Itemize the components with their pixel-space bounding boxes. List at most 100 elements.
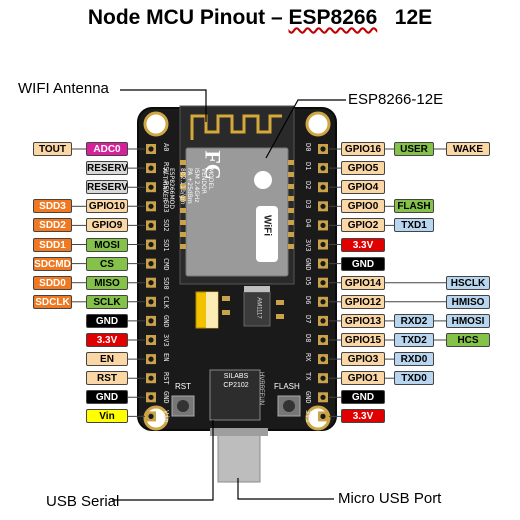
left-pin-silkscreen: Vin <box>162 410 170 424</box>
right-pin-silkscreen: GND <box>304 391 312 404</box>
module-callout: ESP8266-12E <box>348 91 444 108</box>
left-pin-tag: GPIO10 <box>86 199 128 214</box>
right-pin-silkscreen: D2 <box>304 181 312 190</box>
left-pin-tag: SDD2 <box>33 218 72 233</box>
left-pin-tag: GND <box>86 390 128 405</box>
left-pin-tag: SDD0 <box>33 275 72 290</box>
module-callout-line <box>265 99 346 159</box>
right-pin-silkscreen: D5 <box>304 276 312 286</box>
mount-hole-tl <box>143 111 169 137</box>
right-pin-tag: GPIO15 <box>341 333 385 347</box>
title-chip: ESP8266 <box>288 6 378 29</box>
left-pin-silkscreen: RST <box>162 372 170 385</box>
wifi-badge <box>256 206 278 262</box>
right-pin-tag: GPIO16 <box>341 142 385 156</box>
left-pin-silkscreen: SD0 <box>162 276 170 290</box>
left-pin-tag: GPIO9 <box>86 218 128 233</box>
right-pin-silkscreen: D4 <box>304 219 312 228</box>
right-pin-tag: HSCLK <box>446 275 490 290</box>
right-pin-silkscreen: D1 <box>304 162 312 171</box>
right-pin-tag: GPIO3 <box>341 352 385 367</box>
title-prefix: Node MCU Pinout – <box>87 6 289 29</box>
right-pin-silkscreen: 3V3 <box>304 410 312 424</box>
right-pin-tag: GPIO1 <box>341 371 385 386</box>
right-pin-tag: USER <box>394 142 434 156</box>
antenna-callout: WIFI Antenna <box>18 80 109 97</box>
diagram-title: Node MCU Pinout – ESP8266 12E <box>0 6 520 30</box>
left-pin-tag: RESERVED <box>86 180 128 195</box>
left-pin-silkscreen: SD1 <box>162 238 170 252</box>
right-pin-silkscreen: TX <box>304 372 312 381</box>
right-pin-tag: RXD0 <box>394 352 434 367</box>
left-pin-tag: ADC0 <box>86 142 128 156</box>
left-pin-silkscreen: EN <box>162 353 170 362</box>
rst-button-label: RST <box>175 382 191 391</box>
pin-rows <box>72 144 446 422</box>
module-text-line: 802.11b/g/n <box>179 168 186 205</box>
right-pin-tag: TXD2 <box>394 333 434 347</box>
antenna-callout-line <box>120 89 207 122</box>
flash-button-label: FLASH <box>274 382 300 391</box>
vendor-logo <box>254 171 272 189</box>
left-pin-silkscreen: CMD <box>162 257 170 271</box>
left-pin-silkscreen: A0 <box>162 143 170 152</box>
left-pin-tag: Vin <box>86 409 128 424</box>
left-pin-tag: RESERVED <box>86 161 128 176</box>
right-pin-silkscreen: 3V3 <box>304 238 312 252</box>
right-pin-tag: FLASH <box>394 199 434 214</box>
left-pin-tag: TOUT <box>33 142 72 156</box>
right-pin-tag: GPIO0 <box>341 199 385 214</box>
mount-hole-tr <box>305 111 331 137</box>
left-pin-tag: GND <box>86 313 128 328</box>
left-pin-tag: SDCLK <box>33 294 72 309</box>
right-pin-tag: GPIO12 <box>341 294 385 309</box>
module-text-line: PA +25dBm <box>186 168 193 204</box>
right-pin-tag: TXD1 <box>394 218 434 233</box>
left-pin-silkscreen: RSV <box>162 181 170 194</box>
usb-chip-line2: CP2102 <box>223 382 249 389</box>
left-pin-tag: CS <box>86 256 128 271</box>
left-pin-tag: RST <box>86 371 128 386</box>
left-pin-silkscreen: RSV <box>162 162 170 175</box>
usb-chip-maker: HVRRFFUN <box>258 372 264 405</box>
right-pin-silkscreen: D3 <box>304 200 312 209</box>
micro-usb-callout: Micro USB Port <box>338 490 442 507</box>
module-castellations <box>180 160 294 249</box>
usb-chip-line1: SILABS <box>223 373 249 380</box>
left-pin-tag: MISO <box>86 275 128 290</box>
left-pin-silkscreen: SD2 <box>162 219 170 233</box>
right-pin-silkscreen: D0 <box>304 143 312 152</box>
right-pin-tag: GPIO13 <box>341 313 385 328</box>
right-pin-tag: HMISO <box>446 294 490 309</box>
right-pin-tag: TXD0 <box>394 371 434 386</box>
right-pin-tag: GPIO5 <box>341 161 385 176</box>
usb-chip-label: SILABS CP2102 <box>214 372 258 390</box>
left-pin-tag: SDD1 <box>33 237 72 252</box>
right-pin-silkscreen: RX <box>304 353 312 362</box>
right-pin-tag: GPIO14 <box>341 275 385 290</box>
right-pin-tag: GND <box>341 256 385 271</box>
left-pin-tag: SDCMD <box>33 256 72 271</box>
right-pin-tag: 3.3V <box>341 409 385 424</box>
right-pin-tag: GPIO4 <box>341 180 385 195</box>
module-text-line: MODEL <box>207 168 214 190</box>
micro-usb-callout-line <box>237 478 334 500</box>
left-pin-tag: SCLK <box>86 294 128 309</box>
module-text-line: ISM 2.4GHz <box>193 168 200 203</box>
left-pin-silkscreen: GND <box>162 314 170 328</box>
right-pin-tag: GND <box>341 390 385 405</box>
left-pin-silkscreen: CLK <box>162 295 170 309</box>
left-pin-tag: 3.3V <box>86 333 128 347</box>
right-pin-tag: 3.3V <box>341 237 385 252</box>
left-pin-tag: MOSI <box>86 237 128 252</box>
right-pin-silkscreen: D7 <box>304 314 312 324</box>
right-pin-silkscreen: D8 <box>304 334 312 343</box>
right-pin-tag: HCS <box>446 333 490 347</box>
usb-serial-callout-line <box>112 420 214 501</box>
right-pin-tag: WAKE <box>446 142 490 156</box>
left-pin-tag: SDD3 <box>33 199 72 214</box>
module-text-line: VENDOR <box>200 168 207 194</box>
